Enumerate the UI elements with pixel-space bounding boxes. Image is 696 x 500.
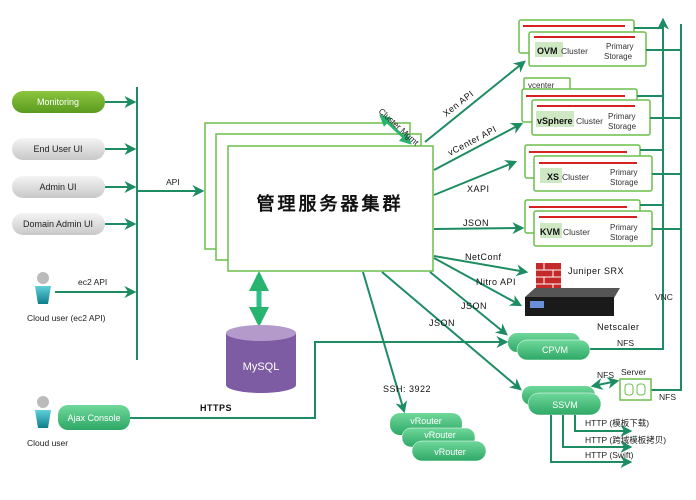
nitro-api-label: Nitro API — [476, 277, 516, 287]
cluster-kvm: KVM Cluster Primary Storage — [524, 199, 653, 247]
vnc-label: VNC — [655, 292, 673, 302]
cluster-suffix: Cluster — [561, 46, 588, 56]
juniper-firewall-icon — [536, 263, 561, 289]
end-user-ui-client: End User UI — [12, 138, 105, 160]
cluster-name: OVM — [537, 46, 558, 56]
server-label: Server — [621, 367, 646, 377]
cluster-name: XS — [547, 172, 559, 182]
hypervisor-arrows — [362, 60, 529, 414]
http-copy-label: HTTP (跨域模板拷贝) — [585, 435, 666, 445]
cluster-mgmt-arrow — [379, 114, 412, 145]
cluster-xs: XS Cluster Primary Storage — [524, 144, 653, 192]
json-ssvm-label: JSON — [429, 318, 455, 328]
cluster-suffix: Cluster — [563, 227, 590, 237]
admin-ui-client: Admin UI — [12, 176, 105, 198]
monitoring-client: Monitoring — [12, 91, 105, 113]
ssvm-label: SSVM — [552, 400, 578, 410]
api-label: API — [166, 177, 180, 187]
cluster-suffix: Cluster — [576, 116, 603, 126]
domain-admin-ui-label: Domain Admin UI — [23, 219, 93, 229]
xapi-label: XAPI — [467, 184, 490, 194]
json-kvm-label: JSON — [463, 218, 489, 228]
https-label: HTTPS — [200, 403, 232, 413]
cpvm-label: CPVM — [542, 345, 568, 355]
management-server-cluster: 管理服务器集群 — [204, 122, 434, 272]
end-user-ui-label: End User UI — [33, 144, 82, 154]
right-buses — [590, 17, 682, 391]
admin-ui-label: Admin UI — [39, 182, 76, 192]
domain-admin-ui-client: Domain Admin UI — [12, 213, 105, 235]
ssvm: SSVM — [522, 386, 602, 416]
juniper-label: Juniper SRX — [568, 266, 624, 276]
cloud-user-ec2-label: Cloud user (ec2 API) — [27, 313, 106, 323]
cloud-user-label: Cloud user — [27, 438, 68, 448]
cloud-user-icon — [35, 396, 51, 428]
ssh-label: SSH: 3922 — [383, 384, 431, 394]
storage-label: Storage — [608, 122, 637, 131]
ajax-console-label: Ajax Console — [67, 413, 120, 423]
ajax-console: Ajax Console — [58, 405, 130, 430]
netscaler-device-icon — [525, 288, 620, 316]
https-link — [130, 336, 509, 419]
http-swift-label: HTTP (Swift) — [585, 450, 634, 460]
storage-label: Storage — [610, 233, 639, 242]
vrouter-label: vRouter — [434, 447, 466, 457]
management-server-title: 管理服务器集群 — [257, 193, 404, 214]
json-cpvm-label: JSON — [461, 301, 487, 311]
cluster-vsphere: vcenter vSphere Cluster Primary Storage — [521, 77, 651, 136]
vrouter-label: vRouter — [424, 430, 456, 440]
cluster-suffix: Cluster — [562, 172, 589, 182]
vrouters: vRouter vRouter vRouter — [390, 413, 487, 462]
netconf-label: NetConf — [465, 252, 502, 262]
nfs-server-label: NFS — [659, 392, 676, 402]
nfs-ssvm-label: NFS — [597, 370, 614, 380]
storage-label: Primary — [610, 168, 638, 177]
ec2-api-label: ec2 API — [78, 277, 107, 287]
http-download-label: HTTP (模板下载) — [585, 418, 649, 428]
storage-label: Storage — [604, 52, 633, 61]
cluster-name: vSphere — [537, 116, 573, 126]
storage-label: Primary — [610, 223, 638, 232]
storage-label: Primary — [606, 42, 634, 51]
cloud-user-ec2-icon — [35, 272, 51, 304]
storage-label: Primary — [608, 112, 636, 121]
nfs-cpvm-label: NFS — [617, 338, 634, 348]
vrouter-label: vRouter — [410, 416, 442, 426]
netscaler-label: Netscaler — [597, 322, 640, 332]
cpvm: CPVM — [508, 333, 591, 361]
http-links — [550, 415, 633, 468]
mysql-database: MySQL — [226, 325, 296, 393]
monitoring-label: Monitoring — [37, 97, 79, 107]
nfs-ssvm-arrow — [590, 377, 620, 390]
cluster-name: KVM — [540, 227, 560, 237]
client-arrows — [55, 87, 205, 360]
cluster-ovm: OVM Cluster Primary Storage — [518, 19, 647, 67]
storage-label: Storage — [610, 178, 639, 187]
mysql-label: MySQL — [243, 361, 280, 373]
storage-server-icon — [619, 378, 652, 401]
vcenter-tag: vcenter — [528, 81, 555, 90]
